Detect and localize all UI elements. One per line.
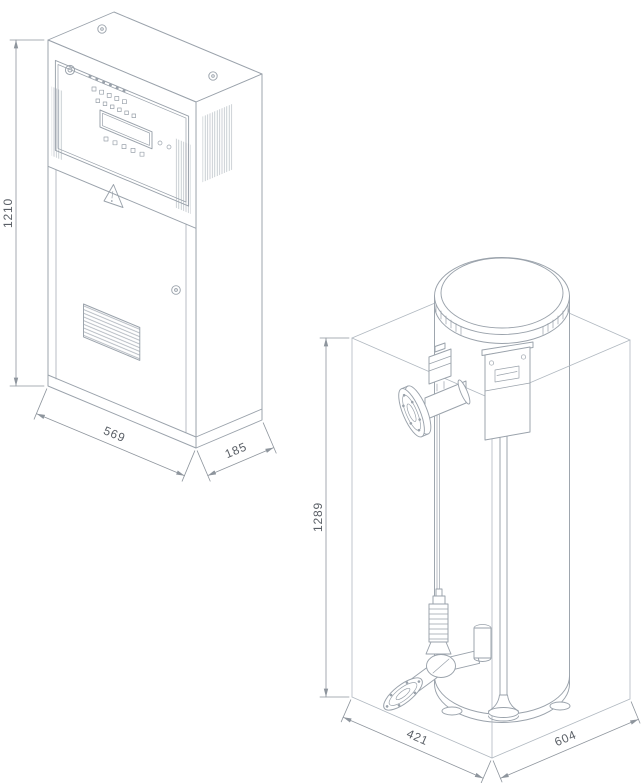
vent-slots: [202, 103, 233, 183]
heater-vessel-drawing: 1289 421 604: [311, 257, 641, 783]
cabinet-width-label: 569: [101, 424, 127, 446]
power-knob-icon: [64, 64, 76, 76]
lid-screw-icon: [97, 24, 218, 81]
inlet-flange: [398, 385, 432, 438]
warning-triangle-icon: [103, 184, 124, 208]
rim-corrugation: [435, 303, 569, 335]
nameplate: [494, 365, 520, 383]
vessel-foot: [441, 706, 463, 716]
door-lock: [171, 285, 181, 295]
cabinet-control-panel: [54, 59, 190, 207]
control-cabinet-drawing: 1210 569 185: [1, 11, 277, 482]
drain-pipe: [499, 435, 508, 698]
button-row: [91, 86, 136, 118]
bottom-nozzle: [473, 627, 492, 659]
vent-slots: [175, 138, 191, 214]
cabinet-vent-grille: [83, 303, 141, 361]
cabinet-height-label: 1210: [1, 198, 15, 228]
status-led-row: [88, 75, 126, 93]
vessel-control-box: [481, 341, 534, 722]
display: [99, 109, 153, 150]
valve-assembly: [383, 414, 492, 711]
drain-bell: [488, 694, 519, 712]
vessel-foot: [549, 701, 571, 711]
valve-spring-housing: [428, 603, 449, 643]
pipe-actuator: [428, 342, 452, 392]
vessel-height-label: 1289: [311, 502, 325, 532]
outlet-flange: [383, 677, 423, 711]
vent-slots: [51, 86, 63, 161]
cabinet-depth-label: 185: [223, 439, 249, 461]
keypad-row: [103, 136, 145, 157]
inlet-pipe-assembly: [398, 342, 471, 438]
cabinet-body: [47, 11, 263, 449]
